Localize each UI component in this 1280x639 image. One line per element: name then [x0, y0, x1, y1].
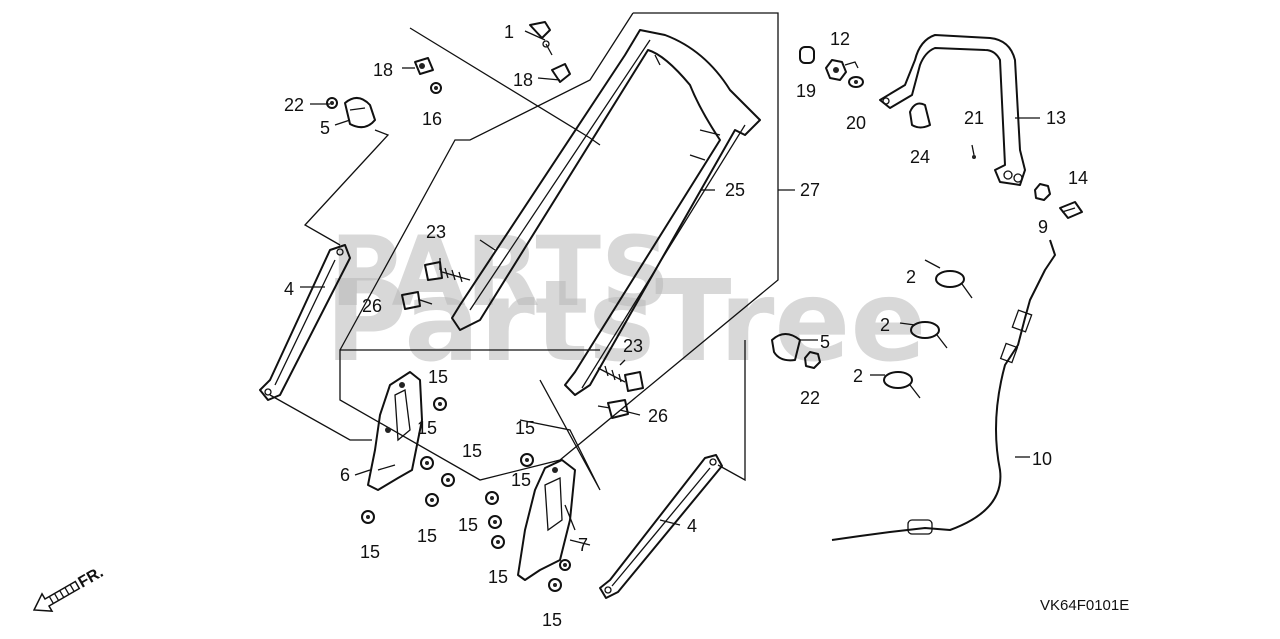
upper-handle-part-25[interactable] — [451, 29, 761, 396]
nuts-part-15-right[interactable] — [485, 453, 571, 592]
callout-1: 1 — [504, 22, 514, 42]
bracket-part-6[interactable] — [367, 371, 423, 491]
callout-15: 15 — [417, 526, 437, 546]
grommet-part-18-upper[interactable] — [551, 63, 571, 83]
cable-clip-part-2-b[interactable] — [910, 321, 948, 349]
callout-9: 9 — [1038, 217, 1048, 237]
grommet-part-18-left[interactable] — [414, 57, 434, 75]
nut-part-22-lower[interactable] — [804, 351, 821, 369]
cable-guide-part-5-right[interactable] — [771, 333, 801, 362]
front-arrow-icon — [32, 580, 81, 612]
callout-15: 15 — [511, 470, 531, 490]
callout-16: 16 — [422, 109, 442, 129]
collar-part-19[interactable] — [799, 46, 815, 64]
front-label: FR. — [76, 564, 107, 592]
callout-15: 15 — [488, 567, 508, 587]
throttle-cable-part-10[interactable] — [831, 239, 1056, 541]
rod-part-4-left[interactable] — [259, 244, 351, 401]
callout-15: 15 — [542, 610, 562, 630]
callout-15: 15 — [417, 418, 437, 438]
callout-22: 22 — [800, 388, 820, 408]
callout-15: 15 — [458, 515, 478, 535]
clip-part-1[interactable] — [529, 21, 553, 56]
callout-24: 24 — [910, 147, 930, 167]
cable-clip-part-2-c[interactable] — [883, 371, 921, 399]
callout-15: 15 — [462, 441, 482, 461]
cable-clip-part-2-a[interactable] — [935, 270, 973, 299]
callout-19: 19 — [796, 81, 816, 101]
nut-part-16[interactable] — [430, 82, 442, 94]
bolt-part-14[interactable] — [1059, 201, 1083, 219]
callout-12: 12 — [830, 29, 850, 49]
callout-26: 26 — [362, 296, 382, 316]
bolt-part-26-left[interactable] — [401, 291, 433, 310]
callout-labels: 1 12 18 18 19 20 13 22 5 16 21 24 14 9 2… — [284, 22, 1088, 630]
control-bar-part-13[interactable] — [879, 34, 1026, 186]
callout-18: 18 — [373, 60, 393, 80]
callout-4: 4 — [284, 279, 294, 299]
callout-13: 13 — [1046, 108, 1066, 128]
callout-6: 6 — [340, 465, 350, 485]
callout-15: 15 — [515, 418, 535, 438]
cable-guide-part-5-upper[interactable] — [344, 97, 376, 129]
leader-lines — [269, 30, 1040, 546]
nut-part-9[interactable] — [1034, 183, 1051, 201]
nut-part-22-upper[interactable] — [326, 97, 338, 109]
front-direction-indicator: FR. — [32, 564, 107, 612]
callout-7: 7 — [578, 535, 588, 555]
callout-23: 23 — [426, 222, 446, 242]
bolt-part-23-right[interactable] — [597, 365, 644, 392]
rod-part-4-right[interactable] — [599, 454, 723, 599]
callout-21: 21 — [964, 108, 984, 128]
callout-15: 15 — [360, 542, 380, 562]
bolt-part-23-left[interactable] — [424, 261, 471, 283]
washer-part-20[interactable] — [848, 76, 864, 88]
callout-5: 5 — [820, 332, 830, 352]
callout-23: 23 — [623, 336, 643, 356]
callout-2: 2 — [880, 315, 890, 335]
assembly-frame-27 — [339, 12, 779, 481]
callout-10: 10 — [1032, 449, 1052, 469]
callout-2: 2 — [906, 267, 916, 287]
callout-14: 14 — [1068, 168, 1088, 188]
nut-part-12[interactable] — [825, 59, 859, 81]
callout-22: 22 — [284, 95, 304, 115]
callout-20: 20 — [846, 113, 866, 133]
callout-25: 25 — [725, 180, 745, 200]
bracket-part-7[interactable] — [517, 459, 576, 581]
diagram-code: VK64F0101E — [1040, 597, 1129, 614]
grip-part-24[interactable] — [909, 102, 931, 129]
callout-26: 26 — [648, 406, 668, 426]
nuts-part-15-left[interactable] — [361, 397, 455, 524]
callout-4: 4 — [687, 516, 697, 536]
pin-part-21[interactable] — [971, 144, 976, 159]
bolt-part-26-right[interactable] — [597, 399, 629, 419]
callout-15: 15 — [428, 367, 448, 387]
callout-27: 27 — [800, 180, 820, 200]
callout-5: 5 — [320, 118, 330, 138]
callout-18: 18 — [513, 70, 533, 90]
callout-2: 2 — [853, 366, 863, 386]
